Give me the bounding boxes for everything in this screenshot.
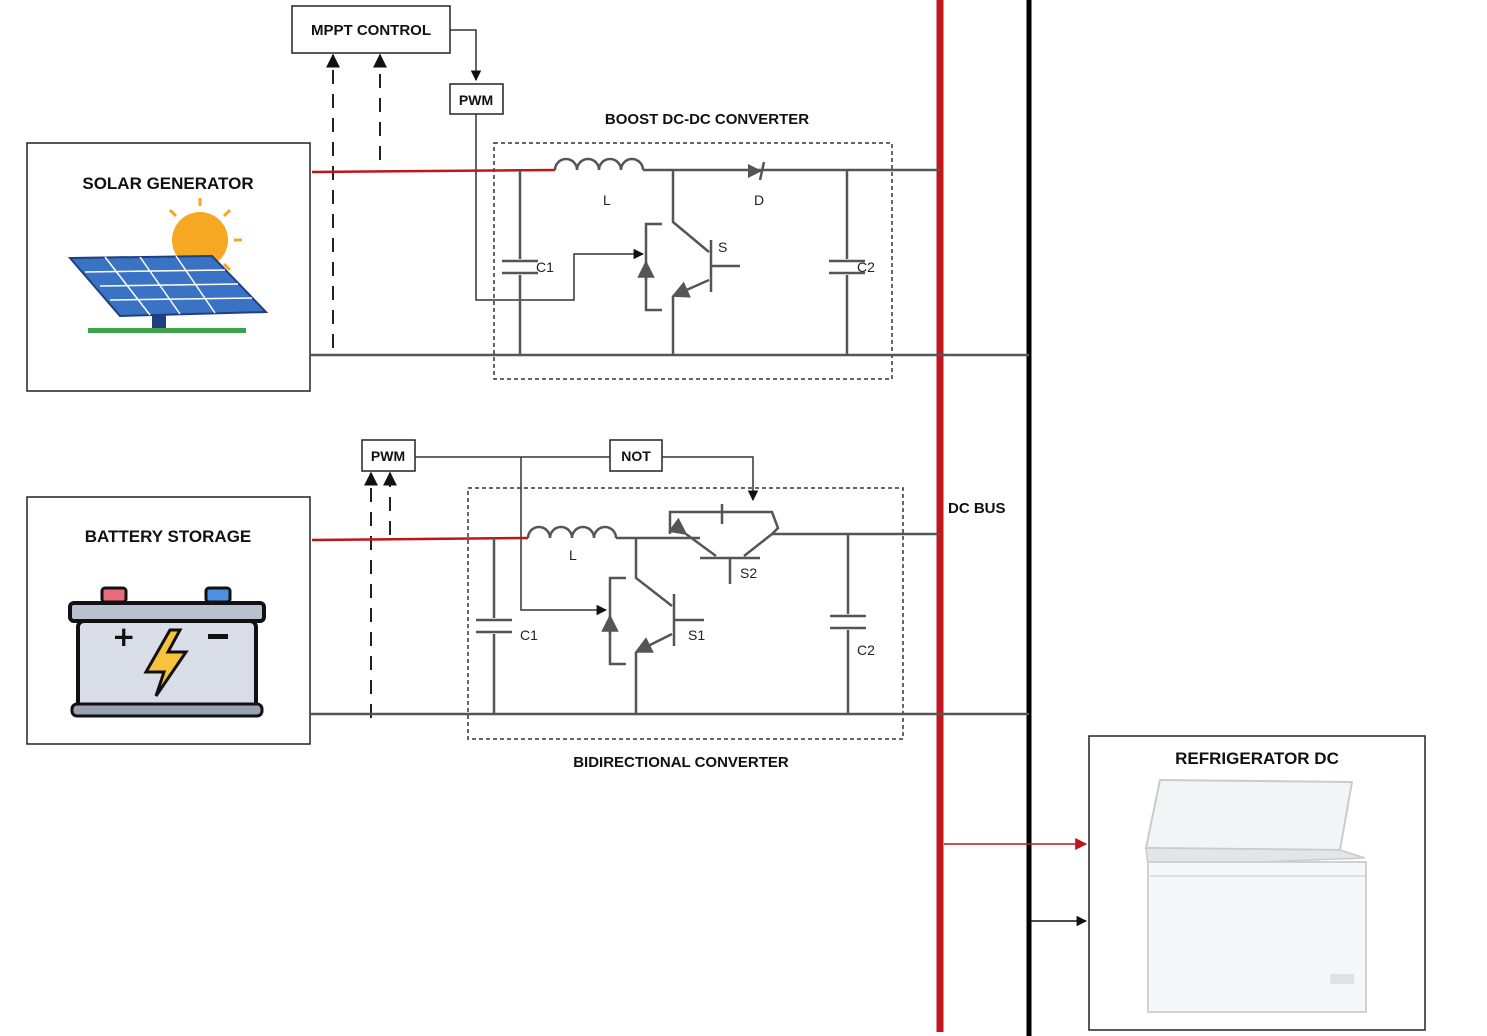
dc-bus-label: DC BUS	[948, 500, 1006, 517]
dc-bus: DC BUS	[936, 0, 1032, 1036]
load-feed	[944, 838, 1088, 927]
s2-switch-igbt	[668, 504, 780, 584]
not-gate-label: NOT	[621, 448, 651, 464]
pwm-bottom-label: PWM	[371, 448, 405, 464]
bidir-inductor-label: L	[569, 547, 577, 563]
not-gate-block: NOT	[609, 439, 663, 472]
boost-converter: BOOST DC-DC CONVERTER L D S C1 C2	[310, 111, 1029, 380]
svg-text:+: +	[112, 620, 135, 653]
bidirectional-converter: BIDIRECTIONAL CONVERTER	[310, 487, 1029, 771]
refrigerator-block: REFRIGERATOR DC	[1088, 735, 1426, 1031]
battery-icon: +	[68, 586, 266, 718]
boost-inductor-label: L	[603, 192, 611, 208]
boost-switch-igbt	[637, 170, 740, 355]
boost-cap-in-label: C1	[536, 259, 554, 275]
pwm-top-block: PWM	[449, 83, 504, 115]
bidir-cap-in-label: C1	[520, 627, 538, 643]
solar-generator-block: SOLAR GENERATOR	[26, 142, 311, 392]
bidirectional-converter-label: BIDIRECTIONAL CONVERTER	[573, 754, 789, 771]
mppt-control-label: MPPT CONTROL	[311, 22, 431, 39]
refrigerator-label: REFRIGERATOR DC	[1175, 749, 1339, 768]
chest-freezer-icon	[1144, 778, 1367, 1013]
battery-storage-label: BATTERY STORAGE	[85, 527, 252, 546]
boost-converter-label: BOOST DC-DC CONVERTER	[605, 111, 809, 128]
boost-switch-label: S	[718, 239, 727, 255]
pwm-bottom-block: PWM	[361, 439, 416, 472]
pwm-top-label: PWM	[459, 92, 493, 108]
boost-diode-label: D	[754, 192, 764, 208]
solar-generator-label: SOLAR GENERATOR	[82, 174, 253, 193]
battery-storage-block: BATTERY STORAGE +	[26, 496, 311, 745]
bidir-s1-label: S1	[688, 627, 705, 643]
bidir-s2-label: S2	[740, 565, 757, 581]
mppt-control-block: MPPT CONTROL	[291, 5, 451, 54]
boost-cap-out-label: C2	[857, 259, 875, 275]
s1-switch-igbt	[601, 538, 704, 714]
bidir-cap-out-label: C2	[857, 642, 875, 658]
control-signals	[326, 29, 759, 718]
solar-panel-icon	[67, 198, 269, 333]
